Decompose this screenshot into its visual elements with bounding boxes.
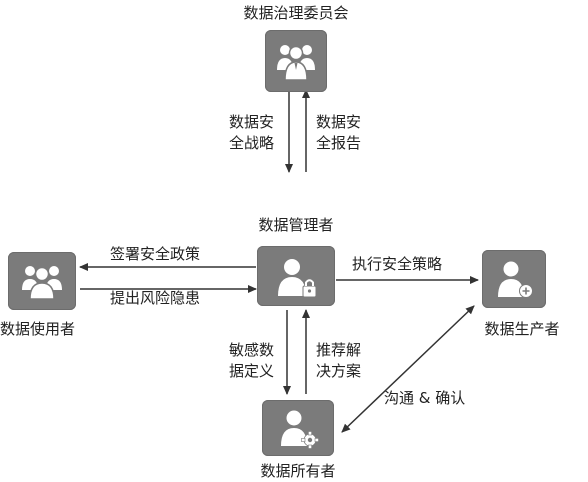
committee-node[interactable]: [265, 30, 327, 92]
user-label: 数据使用者: [0, 320, 76, 338]
edge-label-strategy-line2: 全战略: [229, 134, 275, 152]
edge-label-sign-policy: 签署安全政策: [110, 245, 201, 263]
edge-label-recommend-solution-line1: 推荐解: [316, 341, 362, 359]
manager-label: 数据管理者: [258, 216, 334, 234]
producer-label: 数据生产者: [484, 320, 560, 338]
edge-label-report: 数据安 全报告: [316, 112, 361, 154]
edge-label-report-line1: 数据安: [316, 113, 362, 131]
person-lock-icon: [278, 259, 317, 298]
edge-label-recommend-solution-line2: 决方案: [316, 362, 362, 380]
edge-label-define-sensitive: 敏感数 据定义: [229, 340, 274, 382]
owner-node[interactable]: [262, 400, 334, 456]
edge-label-define-sensitive-line2: 据定义: [229, 362, 275, 380]
edge-label-strategy: 数据安 全战略: [229, 112, 274, 154]
manager-node[interactable]: [257, 246, 335, 306]
arrow-communicate: [341, 305, 475, 433]
person-gear-icon: [281, 410, 319, 449]
person-plus-icon: [498, 261, 533, 298]
edge-label-define-sensitive-line1: 敏感数: [229, 341, 275, 359]
group-icon: [22, 266, 62, 300]
edge-label-communicate: 沟通 & 确认: [384, 389, 466, 407]
group-icon: [277, 45, 315, 81]
edge-label-raise-risk: 提出风险隐患: [110, 289, 201, 307]
edge-label-recommend-solution: 推荐解 决方案: [316, 340, 361, 382]
edge-label-strategy-line1: 数据安: [229, 113, 275, 131]
edge-label-execute-policy: 执行安全策略: [352, 255, 443, 273]
edge-label-report-line2: 全报告: [316, 134, 362, 152]
producer-node[interactable]: [482, 250, 546, 308]
user-node[interactable]: [8, 252, 76, 310]
committee-label: 数据治理委员会: [243, 4, 349, 22]
owner-label: 数据所有者: [260, 462, 336, 480]
